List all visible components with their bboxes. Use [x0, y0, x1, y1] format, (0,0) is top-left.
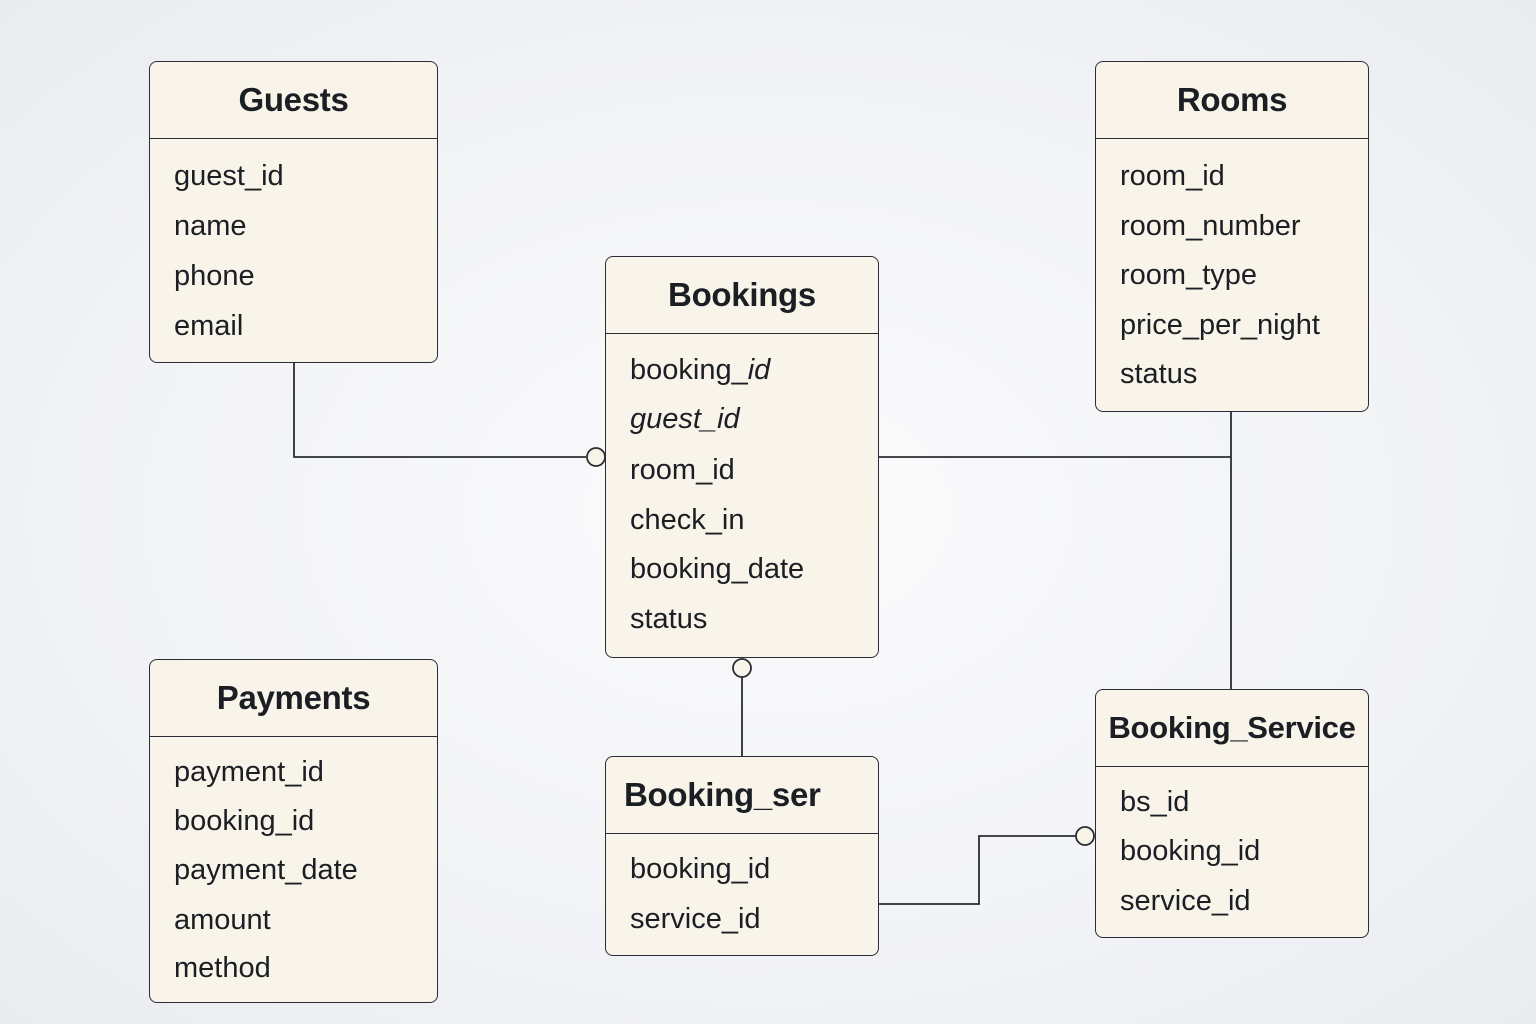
guests-bookings-optional-marker [586, 447, 606, 467]
rooms-entity: Rooms room_id room_number room_type pric… [1095, 61, 1369, 412]
guests-title: Guests [150, 62, 437, 139]
bookings-field: check_in [630, 504, 745, 536]
rooms-field: price_per_night [1120, 309, 1320, 341]
booking-service-field: booking_id [1120, 835, 1261, 867]
payments-title: Payments [150, 660, 437, 737]
rooms-field: room_number [1120, 210, 1301, 242]
guests-field: email [174, 310, 244, 342]
guests-field: name [174, 210, 247, 242]
bookings-field: status [630, 603, 708, 635]
booking-ser-title: Booking_ser [606, 757, 878, 834]
bookings-field: room_id [630, 454, 735, 486]
payments-field: payment_id [174, 756, 324, 788]
booking-ser-field: booking_id [630, 853, 771, 885]
payments-field: booking_id [174, 805, 315, 837]
payments-entity: Payments payment_id booking_id payment_d… [149, 659, 438, 1003]
guests-bookings-connector [293, 363, 586, 458]
rooms-field: room_id [1120, 160, 1225, 192]
booking-ser-field: service_id [630, 903, 761, 935]
payments-field: method [174, 952, 271, 984]
bookings-entity: Bookings booking_id guest_id room_id che… [605, 256, 879, 658]
bookings-booking-ser-optional-marker [732, 658, 752, 678]
booking-service-field: bs_id [1120, 786, 1190, 818]
bookings-field-booking-id: booking_id [630, 356, 770, 385]
bookings-field: booking_date [630, 553, 805, 585]
bookings-title: Bookings [606, 257, 878, 334]
guests-field: phone [174, 260, 255, 292]
bookings-field-italic-suffix: id [747, 354, 771, 386]
guests-field: guest_id [174, 160, 284, 192]
bookings-field-prefix: booking_ [630, 354, 748, 386]
rooms-title: Rooms [1096, 62, 1368, 139]
payments-field: amount [174, 904, 271, 936]
booking-ser-booking-service-connector [879, 835, 1076, 905]
bookings-field: guest_id [630, 403, 740, 435]
booking-service-title: Booking_Service [1096, 690, 1368, 767]
rooms-field: status [1120, 358, 1198, 390]
guests-entity: Guests guest_id name phone email [149, 61, 438, 363]
booking-service-field: service_id [1120, 885, 1251, 917]
payments-field: payment_date [174, 854, 358, 886]
rooms-field: room_type [1120, 259, 1258, 291]
booking-service-entity: Booking_Service bs_id booking_id service… [1095, 689, 1369, 938]
booking-ser-entity: Booking_ser booking_id service_id [605, 756, 879, 956]
booking-ser-booking-service-optional-marker [1075, 826, 1095, 846]
